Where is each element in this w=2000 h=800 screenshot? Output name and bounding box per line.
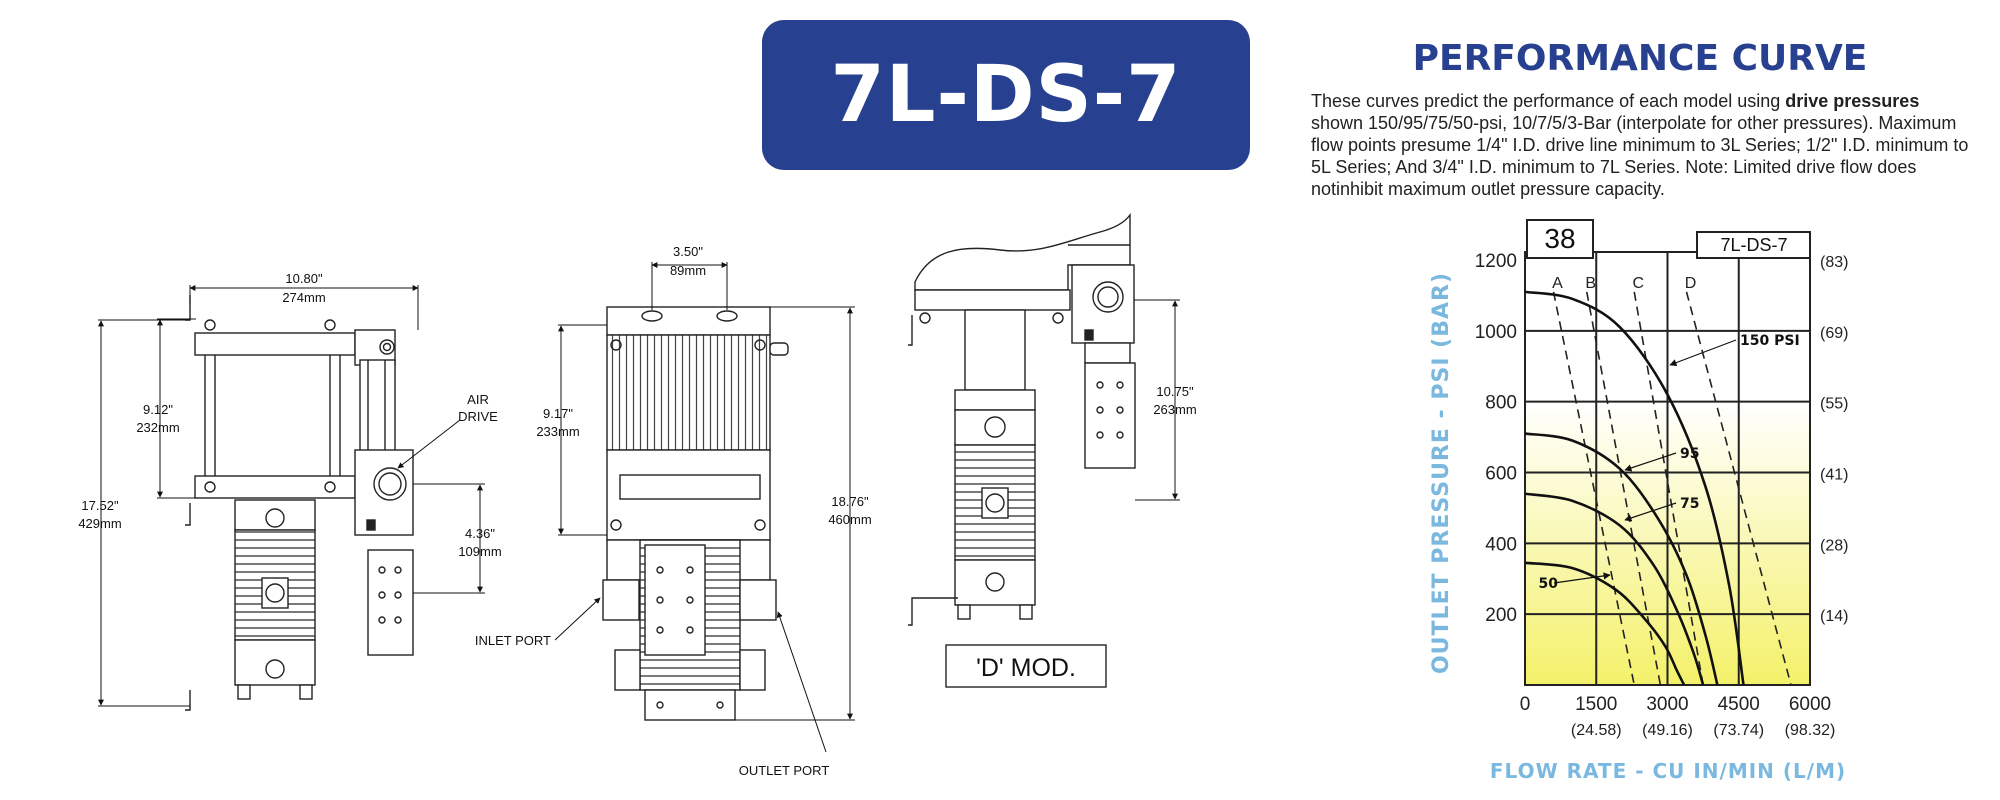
y-tick-bar-label: (69) xyxy=(1820,325,1848,342)
dim-h1752-mm: 429mm xyxy=(78,516,121,531)
y-tick-bar-label: (14) xyxy=(1820,608,1848,625)
d-mod-dims xyxy=(1134,299,1180,501)
curve-pointer xyxy=(1624,452,1677,472)
y-tick-bar-label: (55) xyxy=(1820,396,1848,413)
x-tick-sublabel: (73.74) xyxy=(1713,722,1764,739)
dashed-line-A xyxy=(1552,291,1636,686)
dim-w350-mm: 89mm xyxy=(670,263,706,278)
dim-h917-in: 9.17" xyxy=(543,406,573,421)
curve-75 xyxy=(1524,492,1705,686)
y-tick-label: 600 xyxy=(1485,464,1517,485)
model-title-box: 7L-DS-7 xyxy=(762,20,1250,170)
desc-pre: These curves predict the performance of … xyxy=(1311,91,1786,111)
curve-pointer xyxy=(1669,339,1737,367)
x-tick-sublabel: (98.32) xyxy=(1785,722,1836,739)
d-mod-label-box xyxy=(945,644,1107,688)
curve-50 xyxy=(1524,561,1686,686)
front-view-dims xyxy=(98,285,485,707)
x-tick-label: 3000 xyxy=(1646,694,1688,715)
curve-letter-C: C xyxy=(1632,275,1644,292)
dim-h1752-in: 17.52" xyxy=(81,498,119,513)
front-view xyxy=(185,295,414,711)
label-outlet-port: OUTLET PORT xyxy=(739,763,830,778)
curve-95 xyxy=(1524,432,1719,686)
curve-pointer xyxy=(1624,502,1677,522)
dim-w350-in: 3.50" xyxy=(673,244,703,259)
y-tick-label: 1000 xyxy=(1475,322,1517,343)
dim-h1075-in: 10.75" xyxy=(1156,384,1194,399)
page-number-box xyxy=(1526,219,1594,259)
y-tick-bar-label: (41) xyxy=(1820,467,1848,484)
curve-pointer xyxy=(1553,572,1611,584)
y-tick-label: 200 xyxy=(1485,605,1517,626)
x-tick-label: 4500 xyxy=(1718,694,1760,715)
page-number: 38 xyxy=(1544,223,1575,254)
label-inlet-port: INLET PORT xyxy=(475,633,551,648)
y-tick-label: 1200 xyxy=(1475,251,1517,272)
desc-bold: drive pressures xyxy=(1785,91,1920,111)
model-legend-box xyxy=(1696,231,1811,259)
curve-label: 75 xyxy=(1680,496,1699,512)
side-view xyxy=(602,306,789,721)
dim-h436-in: 4.36" xyxy=(465,526,495,541)
x-tick-label: 1500 xyxy=(1575,694,1617,715)
y-tick-label: 800 xyxy=(1485,393,1517,414)
curve-label: 150 PSI xyxy=(1740,333,1800,349)
x-tick-sublabel: (49.16) xyxy=(1642,722,1693,739)
x-tick-label: 6000 xyxy=(1789,694,1831,715)
dim-h912-in: 9.12" xyxy=(143,402,173,417)
dashed-line-B xyxy=(1585,291,1662,686)
d-mod-view xyxy=(908,212,1136,626)
performance-title: PERFORMANCE CURVE xyxy=(1412,38,1868,79)
curve-letter-B: B xyxy=(1585,275,1596,292)
y-tick-label: 400 xyxy=(1485,534,1517,555)
curve-letter-D: D xyxy=(1685,275,1697,292)
desc-post: shown 150/95/75/50-psi, 10/7/5/3-Bar (in… xyxy=(1311,113,1969,199)
x-axis-label: FLOW RATE - CU IN/MIN (L/M) xyxy=(1490,759,1846,783)
model-title: 7L-DS-7 xyxy=(830,50,1182,140)
dim-h1075-mm: 263mm xyxy=(1153,402,1196,417)
x-tick-label: 0 xyxy=(1520,694,1531,715)
dim-h1876-mm: 460mm xyxy=(828,512,871,527)
x-tick-sublabel: (24.58) xyxy=(1571,722,1622,739)
d-mod-label: 'D' MOD. xyxy=(976,654,1076,682)
label-drive: DRIVE xyxy=(458,409,498,424)
curve-letter-A: A xyxy=(1552,275,1563,292)
label-air: AIR xyxy=(467,392,489,407)
dim-h912-mm: 232mm xyxy=(136,420,179,435)
dim-h1876-in: 18.76" xyxy=(831,494,869,509)
model-legend: 7L-DS-7 xyxy=(1720,235,1787,255)
y-tick-bar-label: (83) xyxy=(1820,254,1848,271)
curve-label: 50 xyxy=(1539,576,1559,592)
dim-h436-mm: 109mm xyxy=(458,544,501,559)
y-axis-label: OUTLET PRESSURE - PSI (BAR) xyxy=(1429,272,1454,674)
dim-width-mm: 274mm xyxy=(282,290,325,305)
y-tick-bar-label: (28) xyxy=(1820,537,1848,554)
dim-width-in: 10.80" xyxy=(285,271,323,286)
curve-150-psi xyxy=(1524,290,1745,686)
dim-h917-mm: 233mm xyxy=(536,424,579,439)
curve-label: 95 xyxy=(1680,446,1699,462)
side-view-dims xyxy=(554,262,855,753)
performance-description: These curves predict the performance of … xyxy=(1311,90,1971,200)
dashed-line-D xyxy=(1685,291,1792,686)
